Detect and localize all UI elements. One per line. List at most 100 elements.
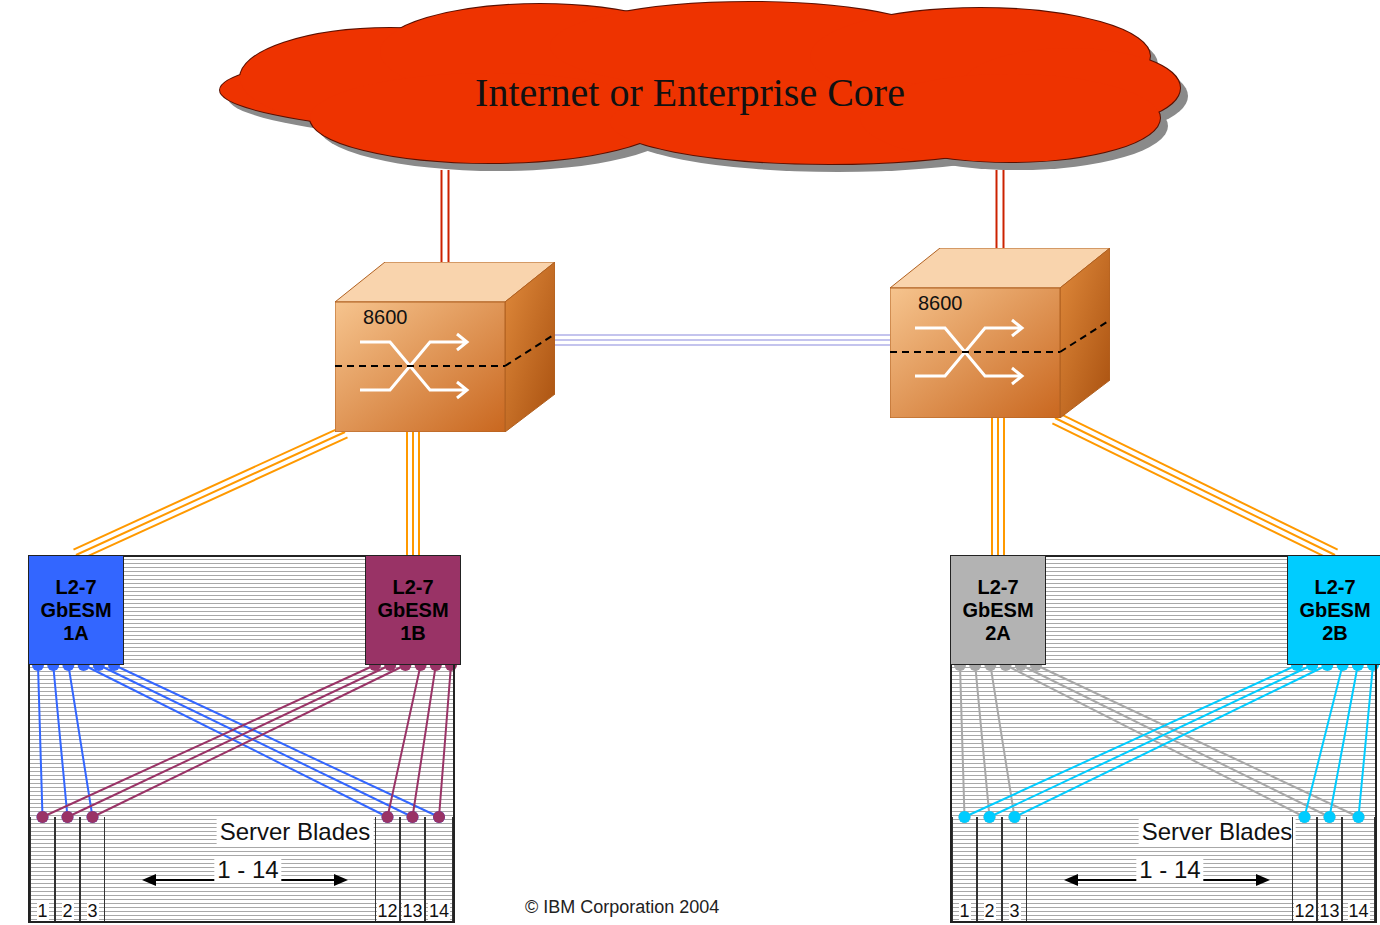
port-dot xyxy=(1353,811,1365,823)
port-dot xyxy=(984,811,996,823)
link-wire xyxy=(99,665,413,817)
link-wire xyxy=(1006,665,1305,817)
module-label: L2-7 GbESM 2B xyxy=(1288,576,1380,645)
layer-divider xyxy=(335,365,505,367)
link-wire xyxy=(406,432,408,555)
link xyxy=(93,659,419,823)
link xyxy=(959,659,1304,823)
switch-module: L2-7 GbESM 2B xyxy=(1287,555,1380,665)
link-wire xyxy=(975,665,989,817)
port-dot xyxy=(1324,811,1336,823)
blade-number: 13 xyxy=(401,902,423,920)
link xyxy=(382,659,427,823)
cube-side xyxy=(505,262,555,432)
link-wire xyxy=(93,665,406,817)
link-wire xyxy=(1003,170,1005,248)
blade-chassis: Server Blades1 - 14L2-7 GbESM 2AL2-7 GbE… xyxy=(950,555,1377,923)
link-wire xyxy=(555,344,890,346)
link xyxy=(984,659,1020,823)
port-dot xyxy=(62,811,74,823)
link-wire xyxy=(555,339,890,341)
blade-number: 3 xyxy=(86,902,98,920)
port-dot xyxy=(382,811,394,823)
blade-number: 1 xyxy=(958,902,970,920)
link xyxy=(47,659,73,823)
link-wire xyxy=(38,665,43,817)
link xyxy=(1324,659,1364,823)
switch-model: 8600 xyxy=(363,306,408,329)
link xyxy=(108,659,445,823)
switch-model: 8600 xyxy=(918,292,963,315)
server-blade: 13 xyxy=(400,817,425,921)
cloud-label: Internet or Enterprise Core xyxy=(475,69,905,116)
server-blade: 2 xyxy=(55,817,80,921)
copyright-note: © IBM Corporation 2004 xyxy=(525,898,719,918)
server-blade: 13 xyxy=(1317,817,1342,921)
layer-divider xyxy=(1060,320,1110,352)
port-dot xyxy=(62,811,74,823)
link xyxy=(1052,413,1337,561)
link-wire xyxy=(448,170,450,262)
link-wire xyxy=(74,427,343,550)
link-wire xyxy=(53,665,67,817)
network-cloud: Internet or Enterprise Core xyxy=(190,0,1190,170)
port-dot xyxy=(407,811,419,823)
port-dot xyxy=(37,811,49,823)
link-wire xyxy=(78,437,347,560)
port-dot xyxy=(407,811,419,823)
port-dot xyxy=(433,811,445,823)
port-dot xyxy=(984,811,996,823)
link-wire xyxy=(990,665,1014,817)
core-switch: 8600 xyxy=(890,248,1110,418)
cloud-lobe xyxy=(860,74,1160,162)
blade-number: 14 xyxy=(1347,902,1369,920)
port-dot xyxy=(1324,811,1336,823)
blade-number: 1 xyxy=(36,902,48,920)
module-label: L2-7 GbESM 1A xyxy=(29,576,123,645)
link xyxy=(1015,659,1336,823)
blade-chassis: Server Blades1 - 14L2-7 GbESM 1AL2-7 GbE… xyxy=(28,555,455,923)
link-wire xyxy=(997,418,999,555)
link xyxy=(1030,659,1365,823)
chassis-label: Server Blades xyxy=(1139,819,1296,845)
port-dot xyxy=(1299,811,1311,823)
link xyxy=(997,170,1004,248)
link-wire xyxy=(1359,665,1374,817)
server-blade: 14 xyxy=(425,817,453,921)
server-blade: 3 xyxy=(1002,817,1027,921)
port-dot xyxy=(37,811,49,823)
switch-module: L2-7 GbESM 1A xyxy=(28,555,124,665)
link xyxy=(442,170,449,262)
port-dot xyxy=(959,811,971,823)
link xyxy=(1299,659,1349,823)
link-wire xyxy=(960,665,965,817)
switch-module: L2-7 GbESM 1B xyxy=(365,555,461,665)
link-wire xyxy=(1058,413,1338,550)
link-wire xyxy=(412,432,414,555)
link-wire xyxy=(1015,665,1328,817)
port-dot xyxy=(87,811,99,823)
server-blade: 3 xyxy=(80,817,105,921)
cloud-outline xyxy=(220,2,1180,164)
blade-number: 3 xyxy=(1008,902,1020,920)
link-wire xyxy=(555,334,890,336)
blade-number: 14 xyxy=(428,902,450,920)
link-wire xyxy=(1021,665,1330,817)
link xyxy=(74,427,348,561)
port-dot xyxy=(1299,811,1311,823)
link xyxy=(992,418,1004,555)
module-label: L2-7 GbESM 1B xyxy=(366,576,460,645)
server-blade: 1 xyxy=(30,817,55,921)
link-wire xyxy=(965,665,1298,817)
link-wire xyxy=(68,665,391,817)
link xyxy=(37,659,382,823)
blade-number: 13 xyxy=(1318,902,1340,920)
link-wire xyxy=(1055,418,1335,555)
cube-side xyxy=(1060,248,1110,418)
port-dot xyxy=(382,811,394,823)
link-wire xyxy=(990,665,1313,817)
link-wire xyxy=(1305,665,1343,817)
link-wire xyxy=(991,418,993,555)
switch-cube xyxy=(890,248,1110,418)
